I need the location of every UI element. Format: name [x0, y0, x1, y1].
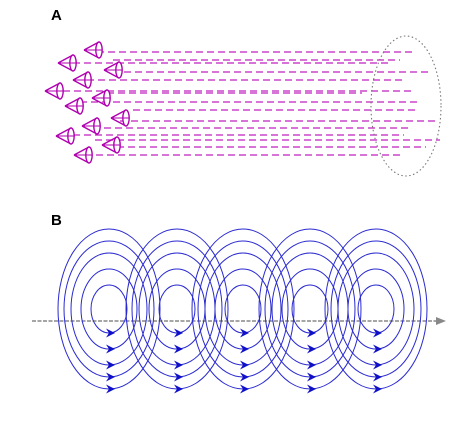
- arrowhead-icon: [240, 372, 249, 382]
- field-loop: [281, 268, 339, 350]
- cone-icon: [73, 146, 93, 164]
- arrowhead-icon: [106, 372, 115, 382]
- arrowhead-icon: [174, 344, 183, 354]
- cone-icon: [110, 109, 130, 127]
- arrowhead-icon: [240, 384, 249, 394]
- field-loop: [131, 240, 223, 378]
- field-loop: [158, 284, 196, 334]
- arrowhead-icon: [106, 328, 115, 338]
- field-loop: [224, 284, 262, 334]
- cone-icon: [64, 97, 84, 115]
- arrowhead-icon: [373, 344, 382, 354]
- arrowhead-icon: [106, 344, 115, 354]
- cone-icon: [101, 136, 121, 154]
- cone-icon: [57, 54, 77, 72]
- field-loop: [148, 268, 206, 350]
- arrowhead-icon: [240, 344, 249, 354]
- target-ellipse: [370, 35, 442, 177]
- arrowhead-icon: [373, 360, 382, 370]
- field-loop: [214, 268, 272, 350]
- field-loop-group: [191, 228, 295, 394]
- arrowhead-icon: [307, 360, 316, 370]
- field-loop: [330, 240, 422, 378]
- arrowhead-icon: [240, 360, 249, 370]
- field-loop-group: [258, 228, 362, 394]
- field-loop-group: [324, 228, 428, 394]
- field-loop: [90, 284, 128, 334]
- cone-icon: [72, 71, 92, 89]
- arrowhead-icon: [106, 360, 115, 370]
- axis-arrowhead: [436, 317, 446, 325]
- field-loop: [63, 240, 155, 378]
- arrowhead-icon: [174, 384, 183, 394]
- field-loop: [197, 240, 289, 378]
- arrowhead-icon: [240, 328, 249, 338]
- panel-label-a: A: [51, 7, 62, 24]
- field-loop: [291, 284, 329, 334]
- field-loop-group: [57, 228, 161, 394]
- field-loop-group: [125, 228, 229, 394]
- cone-icon: [91, 89, 111, 107]
- arrowhead-icon: [373, 372, 382, 382]
- arrowhead-icon: [174, 360, 183, 370]
- arrowhead-icon: [174, 328, 183, 338]
- arrowhead-icon: [373, 328, 382, 338]
- panel-b-diagram: [32, 228, 446, 394]
- arrowhead-icon: [106, 384, 115, 394]
- panel-label-b: B: [51, 212, 62, 229]
- field-loop: [357, 284, 395, 334]
- cone-icon: [55, 127, 75, 145]
- cone-icon: [103, 61, 123, 79]
- panel-a-diagram: [44, 35, 442, 177]
- arrowhead-icon: [307, 384, 316, 394]
- arrowhead-icon: [174, 372, 183, 382]
- arrowhead-icon: [307, 372, 316, 382]
- arrowhead-icon: [373, 384, 382, 394]
- cone-icon: [44, 82, 64, 100]
- field-loop: [347, 268, 405, 350]
- cone-icon: [83, 41, 103, 59]
- arrowhead-icon: [307, 328, 316, 338]
- arrowhead-icon: [307, 344, 316, 354]
- field-loop: [264, 240, 356, 378]
- cone-icon: [81, 117, 101, 135]
